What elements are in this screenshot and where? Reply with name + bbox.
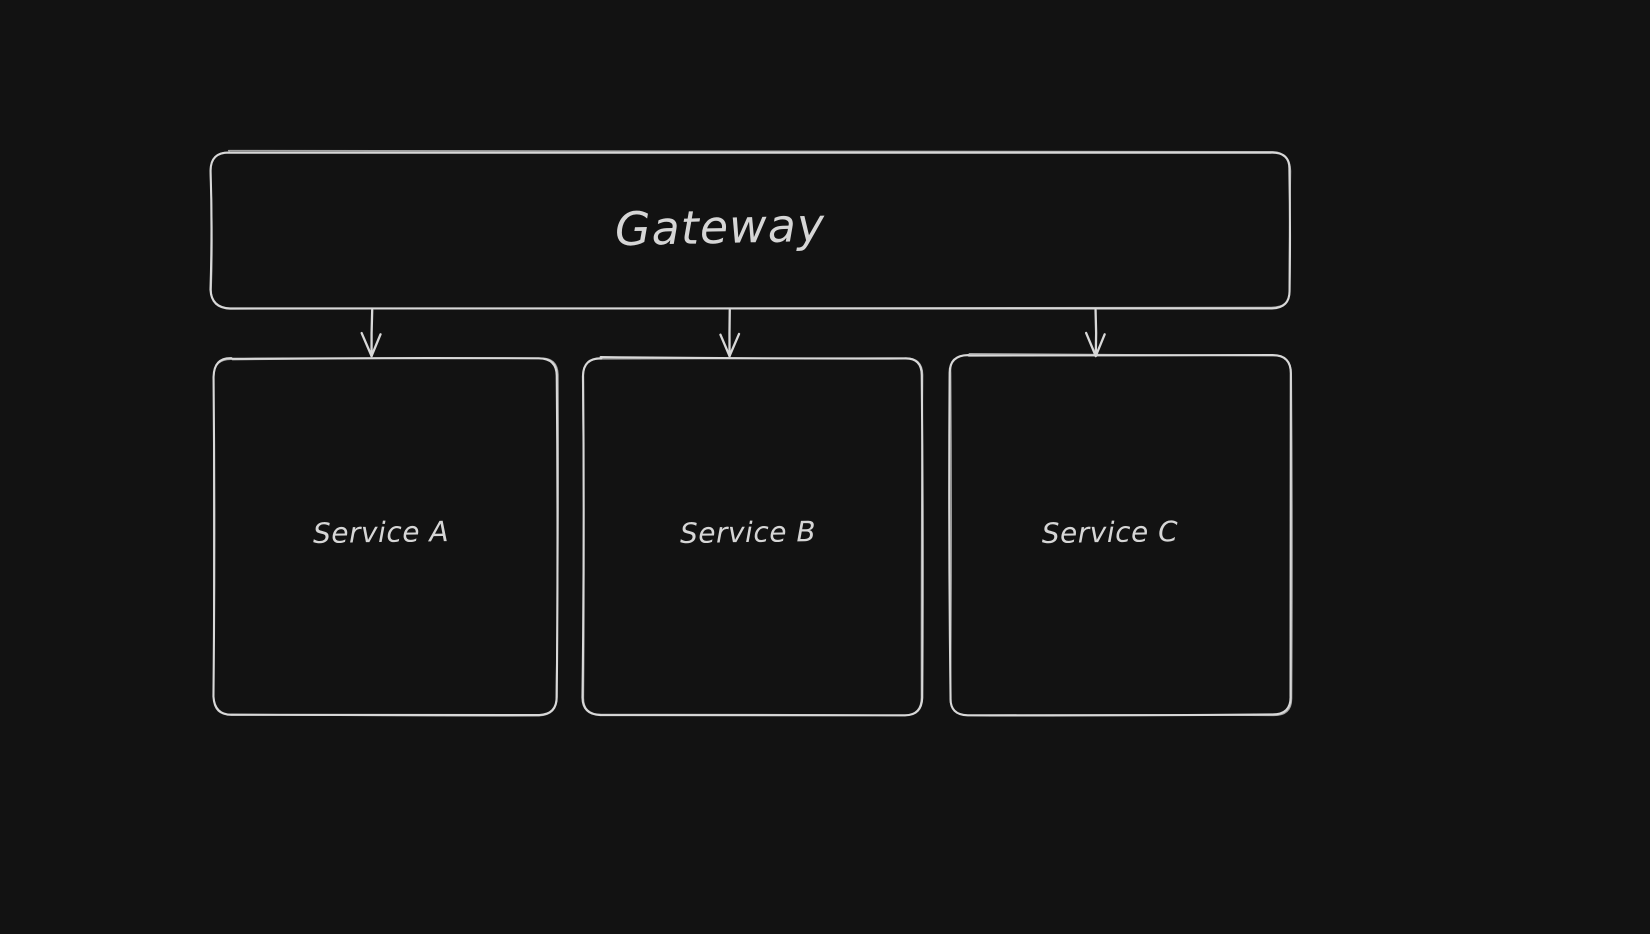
edge-arrowhead-right [728, 332, 741, 358]
node-service-a[interactable] [212, 357, 559, 717]
edge-gateway-service-c[interactable] [1084, 308, 1106, 358]
edge-shaft [370, 308, 374, 358]
node-label-service-c: Service C [1041, 515, 1179, 550]
node-label-service-b: Service B [679, 515, 817, 550]
edge-gateway-service-a[interactable] [360, 308, 382, 358]
edge-shaft [1094, 308, 1098, 358]
node-service-c[interactable] [948, 352, 1293, 717]
edge-arrowhead-right [370, 333, 382, 358]
node-label-service-a: Service A [312, 515, 450, 550]
edge-arrowhead-right [1094, 333, 1106, 358]
node-outline-second-pass [581, 357, 924, 717]
edge-arrowhead-left [719, 333, 731, 358]
node-gateway[interactable] [209, 149, 1292, 310]
node-outline-second-pass [209, 149, 1292, 310]
edge-gateway-service-b[interactable] [719, 308, 741, 358]
node-service-b[interactable] [581, 355, 924, 717]
node-outline-second-pass [212, 357, 559, 717]
page-title: Gateway [614, 197, 826, 257]
edge-arrowhead-left [360, 331, 373, 358]
edge-arrowhead-left [1084, 331, 1097, 358]
node-outline-second-pass [949, 352, 1293, 717]
